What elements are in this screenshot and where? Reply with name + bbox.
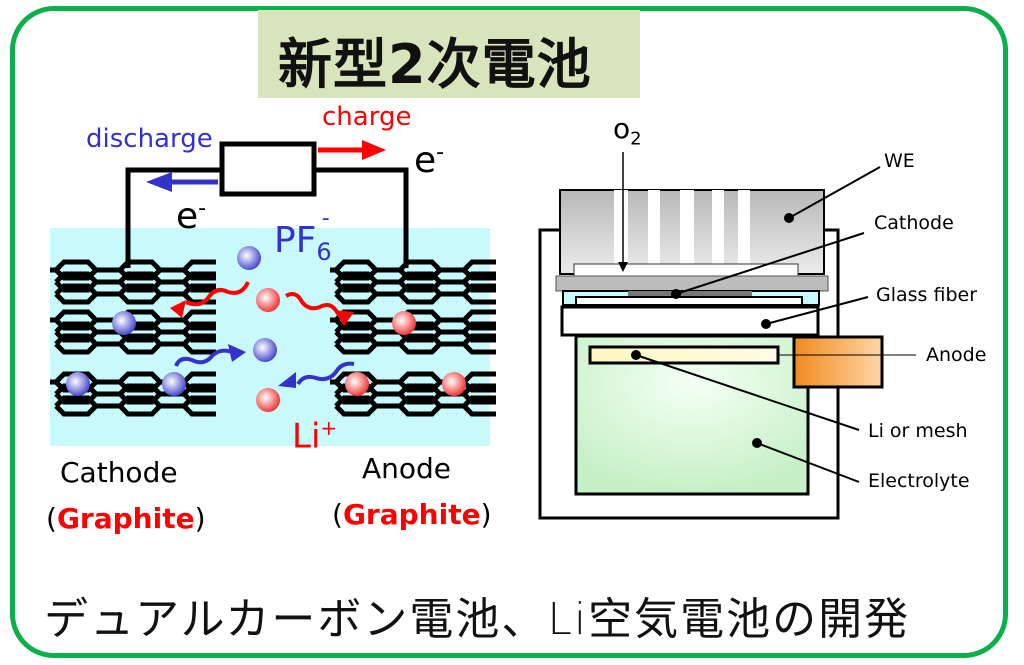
o2-label: o2 bbox=[613, 112, 642, 150]
leader-lines bbox=[631, 166, 916, 483]
footer-caption: デュアルカーボン電池、Li空気電池の開発 bbox=[44, 594, 911, 645]
discharge-label: discharge bbox=[86, 124, 213, 154]
anode-callout: Anode bbox=[926, 344, 987, 366]
glass-fiber-label: Glass fiber bbox=[876, 284, 978, 306]
title-box: 新型2次電池 bbox=[258, 10, 640, 98]
electrolyte-label: Electrolyte bbox=[868, 470, 970, 492]
discharge-arrowhead bbox=[146, 172, 172, 192]
we-label: WE bbox=[884, 150, 915, 172]
slide-frame bbox=[10, 6, 1008, 658]
li-ions bbox=[256, 288, 466, 412]
li-or-mesh-label: Li or mesh bbox=[868, 420, 968, 442]
anode-material: (Graphite) bbox=[332, 498, 492, 531]
load-box bbox=[219, 141, 317, 197]
o2-arrowhead bbox=[618, 262, 628, 272]
anode-tab bbox=[792, 335, 884, 389]
pf6-ions bbox=[66, 246, 277, 396]
external-circuit-wire bbox=[125, 167, 409, 268]
charge-label: charge bbox=[322, 102, 412, 132]
cation-label: Li+ bbox=[292, 416, 338, 457]
li-anode-strip bbox=[588, 345, 780, 365]
we-gas-channels bbox=[614, 190, 750, 266]
charge-arrowhead bbox=[362, 140, 386, 160]
cathode-callout: Cathode bbox=[874, 212, 954, 234]
wavy-arrow-blue-left bbox=[296, 361, 355, 386]
slide-title: 新型2次電池 bbox=[278, 33, 592, 96]
wavy-arrow-red-left bbox=[185, 281, 250, 307]
separator bbox=[575, 296, 803, 306]
cathode-material: (Graphite) bbox=[46, 502, 206, 535]
arrowhead-blue-right bbox=[228, 344, 246, 362]
anion-label: PF6- bbox=[274, 206, 332, 267]
arrowhead-red-right bbox=[334, 310, 354, 326]
arrowhead-blue-left bbox=[278, 372, 296, 388]
electron-label-left: e- bbox=[176, 196, 207, 237]
cathode-layer bbox=[628, 291, 752, 297]
anode-label: Anode bbox=[362, 452, 452, 485]
wavy-arrow-red-right bbox=[284, 292, 340, 315]
cathode-label: Cathode bbox=[60, 456, 178, 489]
wavy-arrow-blue-right bbox=[174, 348, 233, 367]
electron-label-right: e- bbox=[414, 140, 445, 181]
arrowhead-red-left bbox=[170, 300, 186, 318]
